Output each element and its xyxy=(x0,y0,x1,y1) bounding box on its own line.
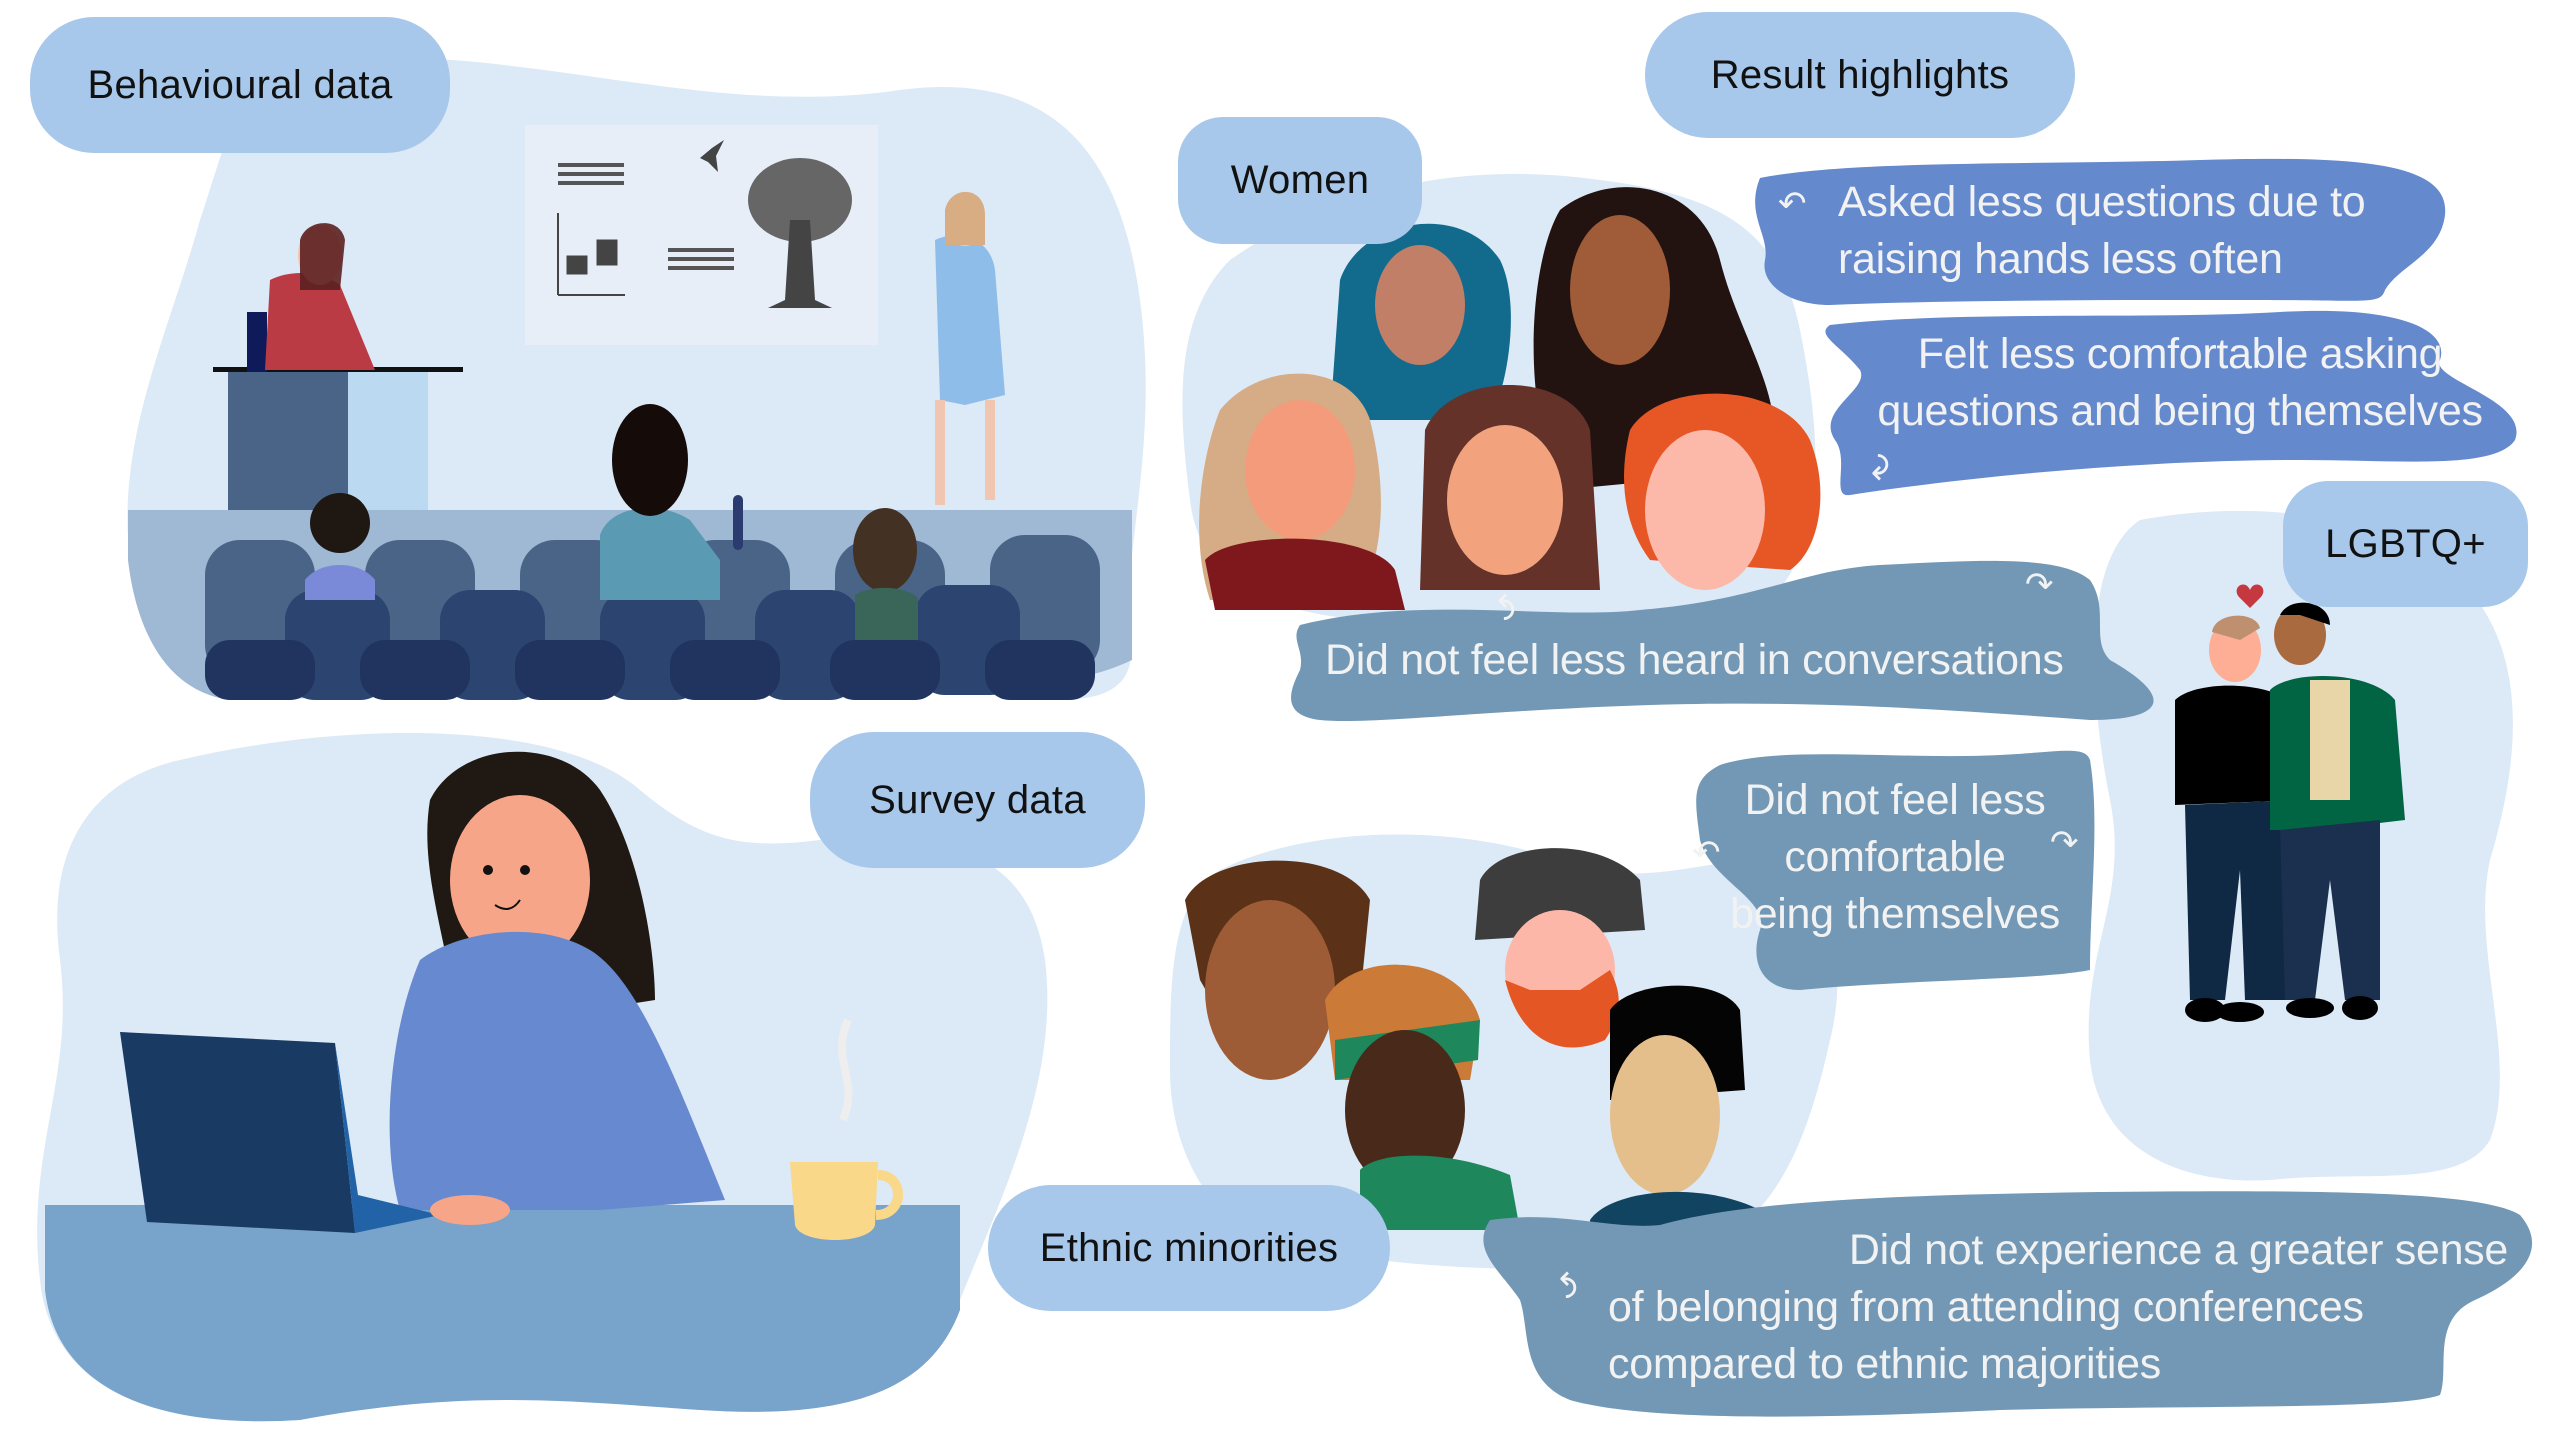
finding-line: Did not feel less xyxy=(1744,776,2046,824)
microphone xyxy=(733,495,743,550)
finding-bubble-women-3 xyxy=(1291,560,2154,722)
podium xyxy=(228,372,348,510)
finding-ethnic-1-text: Did not experience a greater sense of be… xyxy=(1608,1222,2508,1393)
survey-data-label-text: Survey data xyxy=(869,777,1086,822)
finding-bubble-lgbtq-1 xyxy=(1696,750,2095,990)
finding-line: of belonging from attending conferences xyxy=(1608,1283,2364,1331)
survey-person-hand xyxy=(430,1195,510,1225)
result-highlights-label-text: Result highlights xyxy=(1710,52,2010,97)
heart-icon xyxy=(2236,584,2264,608)
finding-line: Did not feel less heard in conversations xyxy=(1325,636,2064,684)
standing-presenter xyxy=(935,235,1005,405)
finding-line: raising hands less often xyxy=(1838,235,2283,283)
finding-bubble-ethnic-1 xyxy=(1483,1191,2533,1417)
curved-arrow-icon: ↶ xyxy=(1692,834,1721,872)
women-label: Women xyxy=(1178,117,1422,244)
finding-line: Did not experience a greater sense xyxy=(1848,1226,2508,1274)
poster-tree-icon xyxy=(748,158,852,308)
ethnic-minorities-label: Ethnic minorities xyxy=(988,1185,1390,1311)
result-highlights-label: Result highlights xyxy=(1645,12,2075,138)
audience-member-3 xyxy=(853,508,917,592)
audience-seats xyxy=(205,535,1100,700)
poster-bird-icon xyxy=(700,140,724,172)
finding-lgbtq-1-text: Did not feel less comfortable being them… xyxy=(1705,772,2085,943)
curved-arrow-up-icon: ↷ xyxy=(2025,566,2054,604)
finding-bubble-women-2 xyxy=(1825,310,2517,496)
finding-women-3-text: Did not feel less heard in conversations xyxy=(1325,632,2064,689)
steam xyxy=(838,1018,853,1122)
survey-desk xyxy=(45,1205,960,1422)
women-label-text: Women xyxy=(1230,158,1370,202)
finding-women-2-text: Felt less comfortable asking questions a… xyxy=(1850,326,2510,440)
survey-person-face xyxy=(450,795,590,965)
poster-text-lines-icon xyxy=(558,163,734,270)
curved-arrow-up-icon: ↶ xyxy=(1545,1270,1584,1300)
finding-line: questions and being themselves xyxy=(1877,387,2483,435)
finding-women-1-text: Asked less questions due to raising hand… xyxy=(1838,174,2366,288)
person-cap xyxy=(1475,848,1645,940)
behavioural-data-label: Behavioural data xyxy=(30,17,450,153)
lgbtq-label-text: LGBTQ+ xyxy=(2325,521,2486,566)
curved-arrow-up-icon: ↶ xyxy=(1483,592,1522,622)
audience-member-1 xyxy=(310,493,370,553)
survey-person-sweater xyxy=(389,931,725,1210)
curved-arrow-down-icon: ↷ xyxy=(1857,452,1896,482)
lgbtq-label: LGBTQ+ xyxy=(2283,481,2528,607)
seated-person-podium xyxy=(265,273,375,370)
finding-line: being themselves xyxy=(1730,890,2060,938)
coffee-mug xyxy=(790,1162,878,1240)
finding-line: compared to ethnic majorities xyxy=(1608,1340,2161,1388)
podium-glass xyxy=(348,372,428,510)
ethnic-minorities-label-text: Ethnic minorities xyxy=(1039,1225,1339,1270)
poster-boxplot-icon xyxy=(557,213,625,296)
curved-arrow-icon: ↷ xyxy=(2050,824,2079,862)
man-black-shirt xyxy=(2175,685,2300,805)
finding-line: Felt less comfortable asking xyxy=(1917,330,2443,378)
laptop xyxy=(120,1032,355,1233)
red-beard xyxy=(1505,970,1619,1048)
curved-arrow-icon: ↶ xyxy=(1778,185,1807,223)
audience-member-questioner xyxy=(600,508,720,600)
behavioural-data-label-text: Behavioural data xyxy=(87,62,393,107)
finding-line: comfortable xyxy=(1784,833,2006,881)
finding-line: Asked less questions due to xyxy=(1838,178,2366,226)
survey-data-label: Survey data xyxy=(810,732,1145,868)
finding-bubble-women-1 xyxy=(1755,158,2446,305)
